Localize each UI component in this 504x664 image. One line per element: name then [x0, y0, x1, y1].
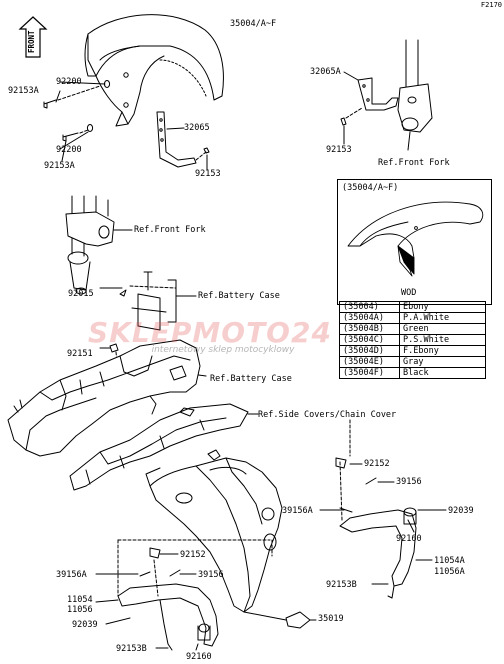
label-92160-left: 92160	[186, 652, 212, 662]
label-11054A: 11054A	[434, 556, 465, 566]
label-92153B-left: 92153B	[116, 644, 147, 654]
label-92153A-a: 92153A	[8, 86, 39, 96]
label-ref-side-covers: Ref.Side Covers/Chain Cover	[258, 410, 397, 420]
label-fender: 35004/A~F	[230, 19, 277, 29]
inset-box	[337, 179, 492, 305]
color-table-row: (35004C)P.S.White	[339, 334, 486, 346]
label-39156A-right: 39156A	[282, 506, 313, 516]
label-11056: 11056	[67, 605, 93, 615]
color-name-cell: F.Ebony	[399, 345, 486, 357]
color-code-cell: (35004)	[339, 301, 400, 313]
label-92153-left: 92153	[195, 169, 221, 179]
label-92200-a: 92200	[56, 77, 82, 87]
battery-case-drawing	[99, 271, 207, 377]
undertray-drawing	[7, 339, 201, 457]
label-11054: 11054	[67, 595, 93, 605]
label-92015: 92015	[68, 289, 94, 299]
color-code-cell: (35004E)	[339, 356, 400, 368]
fender-bolts-drawing	[43, 80, 111, 162]
label-92160-right: 92160	[396, 534, 422, 544]
color-code-cell: (35004F)	[339, 367, 400, 379]
watermark-tagline: internetowy sklep motocyklowy	[151, 345, 295, 355]
rear-fender-drawing	[145, 449, 317, 629]
color-table-row: (35004D)F.Ebony	[339, 345, 486, 357]
label-35019: 35019	[318, 614, 344, 624]
label-92151: 92151	[67, 349, 93, 359]
assembly-guides	[117, 419, 351, 597]
label-92153B-right: 92153B	[326, 580, 357, 590]
label-32065: 32065	[184, 123, 210, 133]
color-table-row: (35004E)Gray	[339, 356, 486, 368]
label-92153A-b: 92153A	[44, 161, 75, 171]
side-covers-drawing	[69, 403, 259, 491]
figure-code: F2170	[480, 1, 502, 9]
fender-stay-drawing	[156, 111, 210, 171]
watermark-brand: SKLEPMOTO24	[88, 316, 332, 349]
inset-fender-drawing	[347, 201, 484, 277]
color-name-cell: Ebony	[399, 301, 486, 313]
front-fender-drawing	[84, 14, 224, 127]
color-name-cell: P.A.White	[399, 312, 486, 324]
label-ref-front-fork-right: Ref.Front Fork	[378, 158, 450, 168]
label-32065A: 32065A	[310, 67, 341, 77]
label-92039-right: 92039	[448, 506, 474, 516]
front-fork-left-drawing	[65, 195, 133, 295]
label-11056A: 11056A	[434, 567, 465, 577]
front-fork-right-drawing	[340, 39, 433, 151]
color-name-cell: Green	[399, 323, 486, 335]
color-name-cell: Gray	[399, 356, 486, 368]
label-39156-right: 39156	[396, 477, 422, 487]
label-ref-battery-case-2: Ref.Battery Case	[210, 374, 292, 384]
color-name-cell: P.S.White	[399, 334, 486, 346]
label-92153-right: 92153	[326, 145, 352, 155]
label-ref-battery-case-1: Ref.Battery Case	[198, 291, 280, 301]
label-ref-front-fork-left: Ref.Front Fork	[134, 225, 206, 235]
license-bracket-left-drawing	[95, 547, 219, 651]
label-92152-right: 92152	[364, 459, 390, 469]
color-name-cell: Black	[399, 367, 486, 379]
front-badge-text: FRONT	[27, 30, 36, 53]
inset-title: (35004/A~F)	[342, 183, 399, 193]
label-92200-b: 92200	[56, 145, 82, 155]
color-table-row: (35004)Ebony	[339, 301, 486, 313]
license-bracket-right-drawing	[319, 457, 447, 599]
color-table-row: (35004F)Black	[339, 367, 486, 379]
label-92039-left: 92039	[72, 620, 98, 630]
label-39156A-left: 39156A	[56, 570, 87, 580]
label-92152-left: 92152	[180, 550, 206, 560]
label-39156-left: 39156	[198, 570, 224, 580]
color-table-row: (35004A)P.A.White	[339, 312, 486, 324]
color-table-row: (35004B)Green	[339, 323, 486, 335]
front-arrow-badge: FRONT	[18, 16, 48, 58]
color-code-table: (35004)Ebony(35004A)P.A.White(35004B)Gre…	[339, 301, 486, 379]
inset-caption: WOD	[401, 288, 417, 298]
watermark: SKLEPMOTO24 internetowy sklep motocyklow…	[70, 316, 350, 355]
